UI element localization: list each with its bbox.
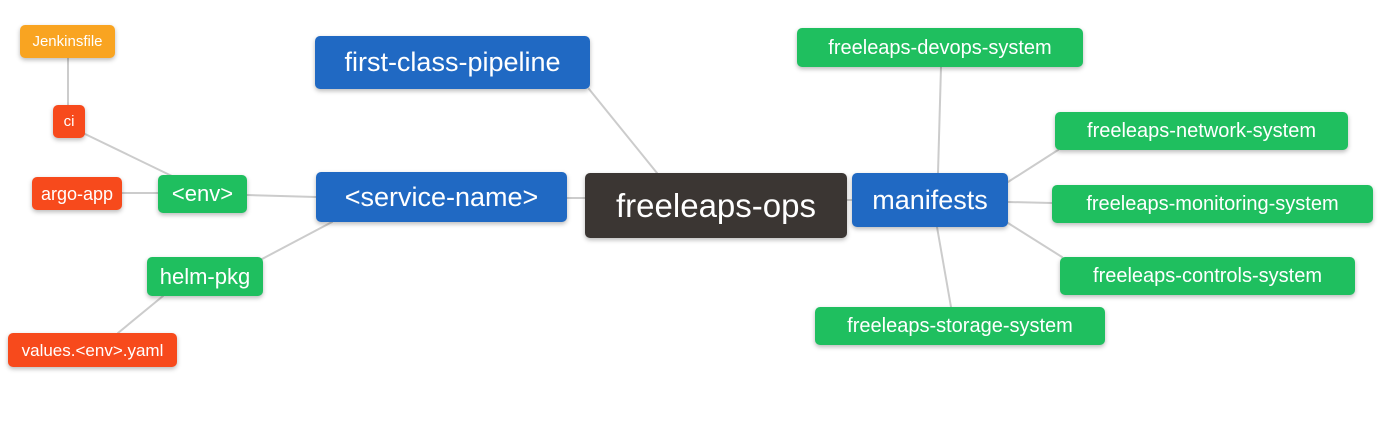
node-manifests[interactable]: manifests xyxy=(852,173,1008,227)
node-freeleaps-network-system[interactable]: freeleaps-network-system xyxy=(1055,112,1348,150)
node-service-name[interactable]: <service-name> xyxy=(316,172,567,222)
edge-manifests-to-freeleaps-network-system xyxy=(1007,149,1059,183)
node-freeleaps-devops-system[interactable]: freeleaps-devops-system xyxy=(797,28,1083,67)
node-freeleaps-controls-system[interactable]: freeleaps-controls-system xyxy=(1060,257,1355,295)
node-jenkinsfile[interactable]: Jenkinsfile xyxy=(20,25,115,58)
edge-manifests-to-freeleaps-storage-system xyxy=(936,226,952,308)
edge-manifests-to-freeleaps-controls-system xyxy=(1007,222,1063,258)
node-helm-pkg[interactable]: helm-pkg xyxy=(147,257,263,296)
node-first-class-pipeline[interactable]: first-class-pipeline xyxy=(315,36,590,89)
node-env[interactable]: <env> xyxy=(158,175,247,213)
node-argo-app[interactable]: argo-app xyxy=(32,177,122,210)
node-values-env-yaml[interactable]: values.<env>.yaml xyxy=(8,333,177,367)
node-freeleaps-storage-system[interactable]: freeleaps-storage-system xyxy=(815,307,1105,345)
node-ci[interactable]: ci xyxy=(53,105,85,138)
edge-ci-to-env xyxy=(84,133,177,179)
node-freeleaps-ops[interactable]: freeleaps-ops xyxy=(585,173,847,238)
edge-manifests-to-freeleaps-devops-system xyxy=(937,66,942,174)
edge-manifests-to-freeleaps-monitoring-system xyxy=(1007,201,1053,204)
edge-env-to-service-name xyxy=(246,194,317,198)
node-freeleaps-monitoring-system[interactable]: freeleaps-monitoring-system xyxy=(1052,185,1373,223)
edge-service-name-to-helm-pkg xyxy=(261,221,333,260)
edge-helm-pkg-to-values-env-yaml xyxy=(117,295,164,334)
edge-first-class-pipeline-to-freeleaps-ops xyxy=(588,88,658,174)
